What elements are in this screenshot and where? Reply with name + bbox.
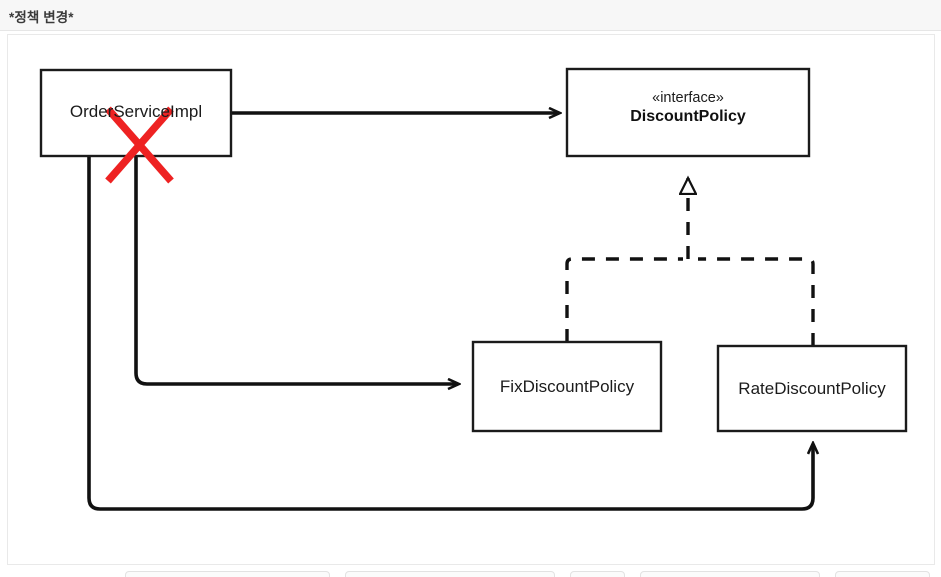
bottom-toolbar-strip: [0, 566, 941, 577]
strikeout-x-icon: [105, 106, 174, 184]
node-order-service-impl[interactable]: [39, 68, 233, 158]
toolbar-chip[interactable]: [835, 571, 930, 577]
uml-diagram-svg: [39, 67, 908, 511]
toolbar-chip[interactable]: [125, 571, 330, 577]
toolbar-chip[interactable]: [570, 571, 625, 577]
node-rate-discount-policy[interactable]: [716, 344, 908, 433]
node-fix-discount-policy[interactable]: [471, 340, 663, 433]
header-band: *정책 변경*: [0, 0, 941, 31]
toolbar-chip[interactable]: [640, 571, 820, 577]
edge-rate-realizes-interface: [698, 257, 815, 346]
diagram-canvas: OrderServiceImpl «interface» DiscountPol…: [7, 34, 935, 565]
edge-impl-to-fix: [134, 156, 458, 384]
node-discount-policy[interactable]: [565, 67, 811, 158]
edge-impl-to-rate: [87, 156, 813, 511]
edge-fix-realizes-interface: [565, 257, 683, 342]
toolbar-chip[interactable]: [345, 571, 555, 577]
page-title: *정책 변경*: [9, 10, 74, 25]
